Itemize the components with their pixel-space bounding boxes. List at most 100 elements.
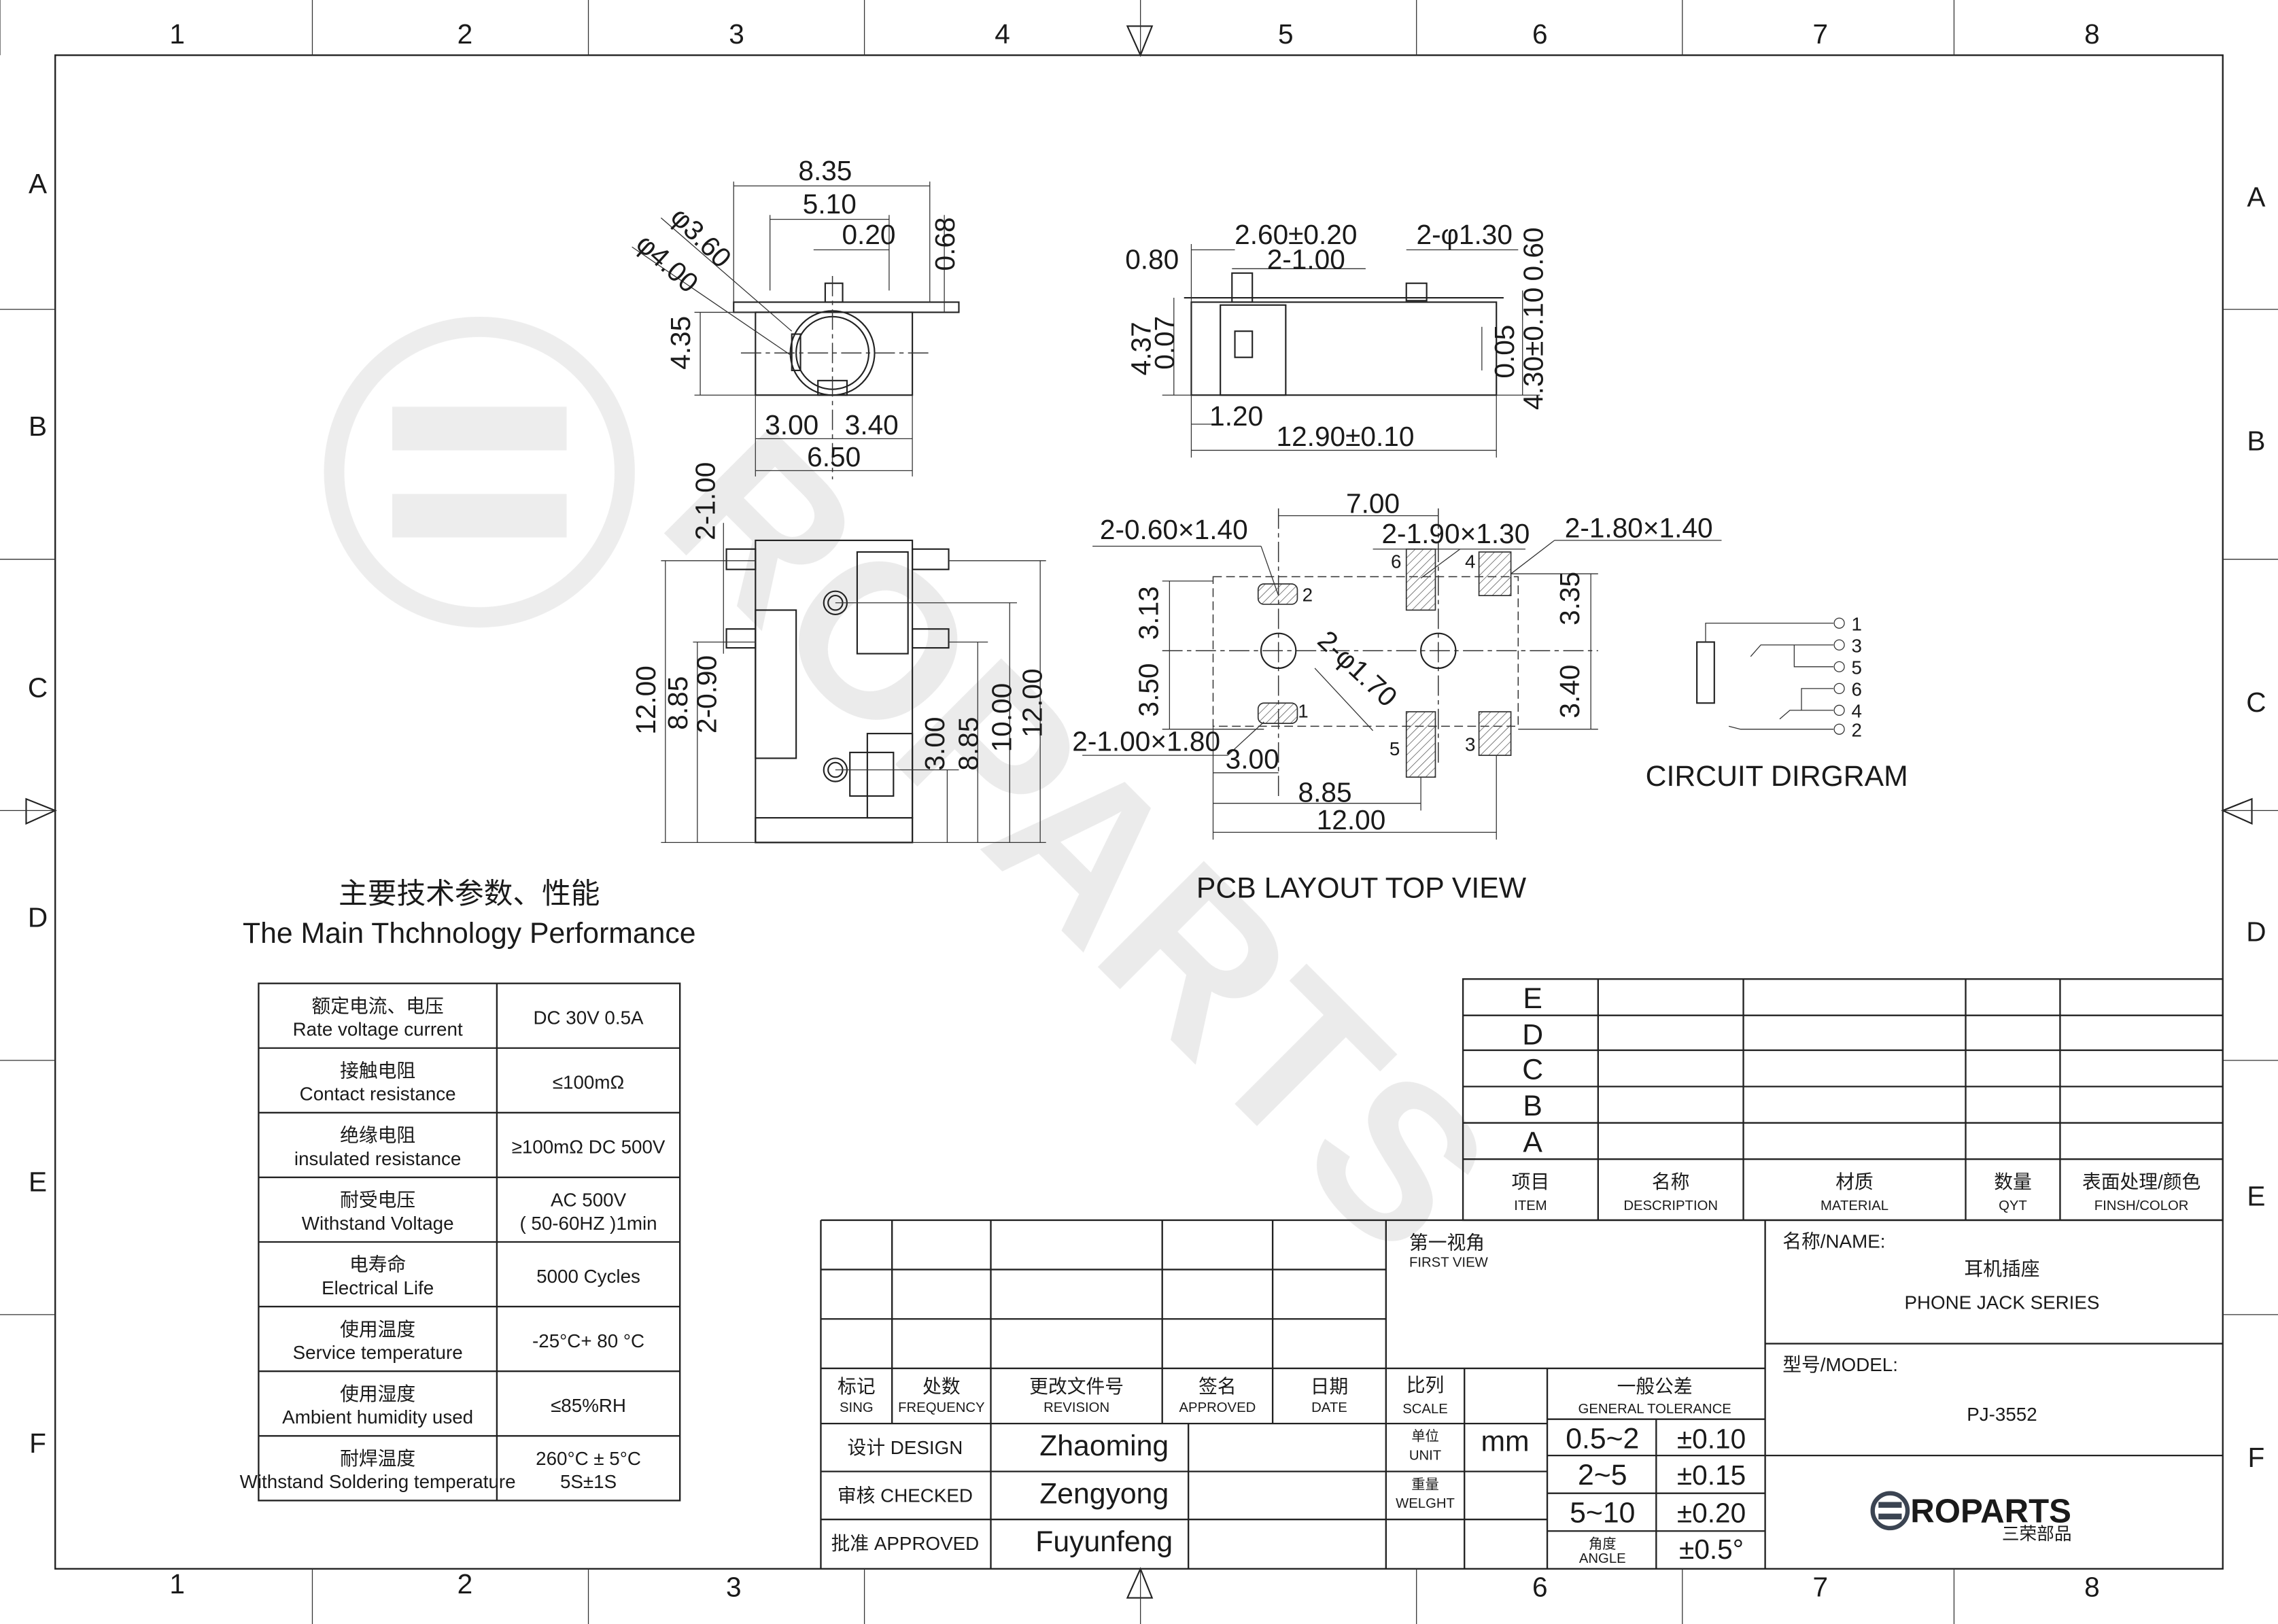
- dim-label: 2-φ1.30: [1416, 219, 1512, 250]
- spec-name-cn: 耐受电压: [340, 1190, 415, 1211]
- pad-number: 2: [1302, 585, 1313, 606]
- tolerance-value: ±0.20: [1677, 1497, 1746, 1528]
- unit-en: UNIT: [1409, 1449, 1441, 1464]
- parts-header-cn: 数量: [1994, 1171, 2032, 1192]
- revision-headers: 标记SING处数FREQUENCY更改文件号REVISION签名APPROVED…: [838, 1376, 1348, 1415]
- tolerance-range: 0.5~2: [1566, 1422, 1639, 1455]
- pin-label: 4: [1852, 701, 1862, 722]
- dim-label: 8.85: [662, 676, 693, 730]
- col-label: 8: [2084, 18, 2100, 50]
- revision-header-en: FREQUENCY: [898, 1400, 985, 1415]
- parts-header-en: ITEM: [1514, 1198, 1547, 1213]
- dim-label: 12.00: [1016, 668, 1048, 738]
- dim-label: 10.00: [986, 683, 1017, 753]
- revision-header-cn: 日期: [1311, 1376, 1349, 1397]
- row-label: C: [2246, 687, 2266, 718]
- col-label: 7: [1813, 18, 1829, 50]
- col-label: 6: [1532, 18, 1548, 50]
- spec-name-cn: 额定电流、电压: [311, 995, 443, 1016]
- signoff-name: Zhaoming: [1039, 1430, 1169, 1462]
- projection-cn: 第一视角: [1409, 1232, 1485, 1254]
- signoff-name: Fuyunfeng: [1035, 1525, 1173, 1558]
- dim-label: 4.35: [665, 316, 696, 370]
- col-label: 4: [995, 18, 1010, 50]
- name-label: 名称/NAME:: [1782, 1231, 1885, 1252]
- row-label: E: [29, 1166, 47, 1197]
- dim-label: 0.20: [842, 219, 895, 250]
- pin-label: 5: [1852, 657, 1862, 678]
- spec-value: DC 30V 0.5A: [533, 1007, 644, 1028]
- spec-name-cn: 使用温度: [340, 1319, 415, 1340]
- zone-row-labels: A B C D E F A B C D E F: [28, 168, 2266, 1473]
- parts-header-cn: 名称: [1652, 1171, 1690, 1192]
- bottom-view: 2-1.00 12.00 8.85 2-0.90 3.00 8.85 10.00…: [630, 462, 1048, 844]
- parts-header-en: FINSH/COLOR: [2094, 1198, 2189, 1213]
- col-label: 6: [1532, 1571, 1548, 1602]
- row-label: A: [29, 168, 47, 199]
- dim-label: 2.60±0.20: [1235, 219, 1357, 250]
- specs-title-cn: 主要技术参数、性能: [339, 878, 600, 910]
- spec-name-cn: 使用湿度: [340, 1383, 415, 1404]
- row-label: F: [2248, 1442, 2265, 1473]
- spec-value: ≤100mΩ: [553, 1072, 624, 1093]
- spec-name-en: Ambient humidity used: [282, 1406, 473, 1428]
- pin-label: 2: [1852, 719, 1862, 740]
- spec-value: 5000 Cycles: [536, 1266, 640, 1287]
- pin-label: 3: [1852, 635, 1862, 656]
- revision-header-en: APPROVED: [1179, 1400, 1256, 1415]
- spec-name-cn: 绝缘电阻: [340, 1125, 415, 1146]
- col-label: 1: [169, 18, 185, 50]
- tolerance-range: 5~10: [1570, 1496, 1635, 1529]
- revision-header-en: SING: [840, 1400, 874, 1415]
- zone-column-labels: 1 2 3 4 5 6 7 8 1 2 3 6 7 8: [169, 18, 2099, 1602]
- model-number: PJ-3552: [1967, 1404, 2037, 1425]
- dim-label: 3.35: [1554, 572, 1585, 625]
- dim-label: 12.00: [630, 666, 661, 735]
- pcb-pad-5: [1405, 711, 1436, 778]
- revision-header-en: REVISION: [1043, 1400, 1109, 1415]
- spec-value-line2: ( 50-60HZ )1min: [519, 1213, 657, 1234]
- spec-name-cn: 耐焊温度: [340, 1448, 415, 1469]
- scale-en: SCALE: [1402, 1402, 1448, 1417]
- dim-label: 3.40: [1554, 665, 1585, 719]
- tolerance-title-cn: 一般公差: [1617, 1376, 1693, 1397]
- spec-name-en: Withstand Voltage: [302, 1213, 454, 1234]
- col-label: 1: [169, 1568, 185, 1600]
- parts-header-en: QYT: [1999, 1198, 2027, 1213]
- company-logo: ROPARTS 三荣部品: [1870, 1491, 2071, 1544]
- spec-name-cn: 接触电阻: [340, 1060, 415, 1081]
- row-label: B: [2247, 425, 2265, 456]
- pin-label: 1: [1852, 613, 1862, 634]
- dim-label: 7.00: [1346, 487, 1400, 519]
- spec-value-line2: 5S±1S: [560, 1471, 617, 1492]
- pad-number: 3: [1465, 734, 1475, 755]
- angle-cn: 角度: [1589, 1536, 1617, 1552]
- spec-name-en: insulated resistance: [294, 1148, 461, 1169]
- angle-en: ANGLE: [1579, 1551, 1626, 1566]
- spec-value: ≤85%RH: [551, 1395, 626, 1416]
- dim-label: 2-0.60×1.40: [1100, 514, 1248, 545]
- row-label: B: [29, 411, 47, 442]
- parts-row-label: A: [1523, 1126, 1542, 1159]
- revision-header-cn: 签名: [1198, 1376, 1237, 1397]
- scale-cn: 比列: [1407, 1375, 1445, 1396]
- spec-name-en: Contact resistance: [300, 1084, 456, 1105]
- col-label: 2: [458, 18, 473, 50]
- dim-label: 2-1.80×1.40: [1565, 513, 1713, 544]
- parts-header-cn: 材质: [1835, 1171, 1874, 1192]
- spec-name-en: Withstand Soldering temperature: [240, 1471, 516, 1492]
- dim-label: 2-1.00×1.80: [1072, 726, 1220, 757]
- col-label: 8: [2084, 1571, 2100, 1602]
- parts-list: EDCBA项目ITEM名称DESCRIPTION材质MATERIAL数量QYT表…: [1462, 978, 2224, 1222]
- row-label: A: [2247, 181, 2265, 212]
- dim-label: 6.50: [807, 441, 861, 472]
- spec-name-en: Electrical Life: [322, 1277, 434, 1298]
- spec-value: -25°C+ 80 °C: [532, 1330, 644, 1351]
- product-name-en: PHONE JACK SERIES: [1904, 1292, 2099, 1313]
- col-label: 7: [1813, 1571, 1829, 1602]
- parts-header-cn: 项目: [1512, 1171, 1550, 1192]
- model-label: 型号/MODEL:: [1782, 1354, 1898, 1375]
- parts-row-label: B: [1523, 1090, 1542, 1122]
